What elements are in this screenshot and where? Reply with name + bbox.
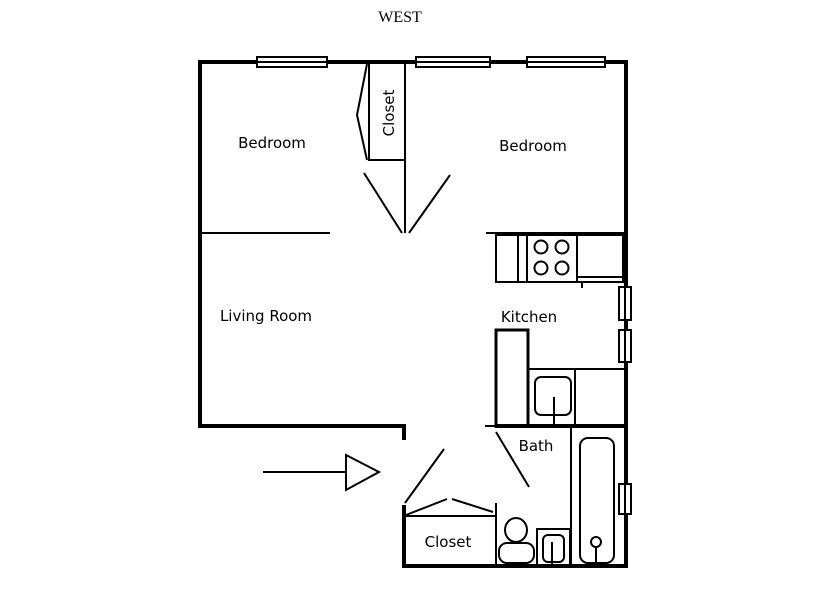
bedroom-left-door (363, 172, 403, 234)
interior-walls (200, 62, 625, 568)
room-label-bedroom-left: Bedroom (238, 134, 306, 152)
toilet-bowl (504, 517, 528, 543)
stove (526, 234, 578, 283)
room-label-bedroom-right: Bedroom (499, 137, 567, 155)
room-label-living-room: Living Room (219, 307, 313, 325)
windows (256, 56, 632, 515)
bath-sink-cabinet (536, 528, 571, 567)
closet-top-outline (368, 62, 406, 161)
room-label-closet-entry: Closet (424, 533, 472, 551)
room-label-kitchen: Kitchen (500, 308, 558, 326)
closet-entry-door-left (405, 498, 448, 516)
bath-sink (542, 534, 565, 563)
room-label-bath: Bath (518, 437, 554, 455)
burner-icon (533, 239, 549, 255)
lower-counter (494, 328, 530, 428)
bedroom-right-door (408, 174, 451, 234)
entry-door (404, 448, 445, 504)
kitchen-fixtures (494, 234, 625, 428)
burner-icon (554, 260, 570, 276)
bathtub (579, 437, 615, 564)
closet-top-door (355, 63, 368, 161)
tub-drain (590, 536, 602, 548)
room-label-closet-top: Closet (380, 89, 398, 137)
entry-arrow-icon (263, 453, 382, 492)
doors (355, 63, 530, 516)
bath-fixtures (498, 437, 615, 567)
burner-icon (533, 260, 549, 276)
burner-icon (554, 239, 570, 255)
closet-entry-door-right (451, 498, 494, 513)
bath-door (495, 431, 530, 488)
compass-label: WEST (378, 9, 422, 26)
toilet-tank (498, 542, 535, 564)
